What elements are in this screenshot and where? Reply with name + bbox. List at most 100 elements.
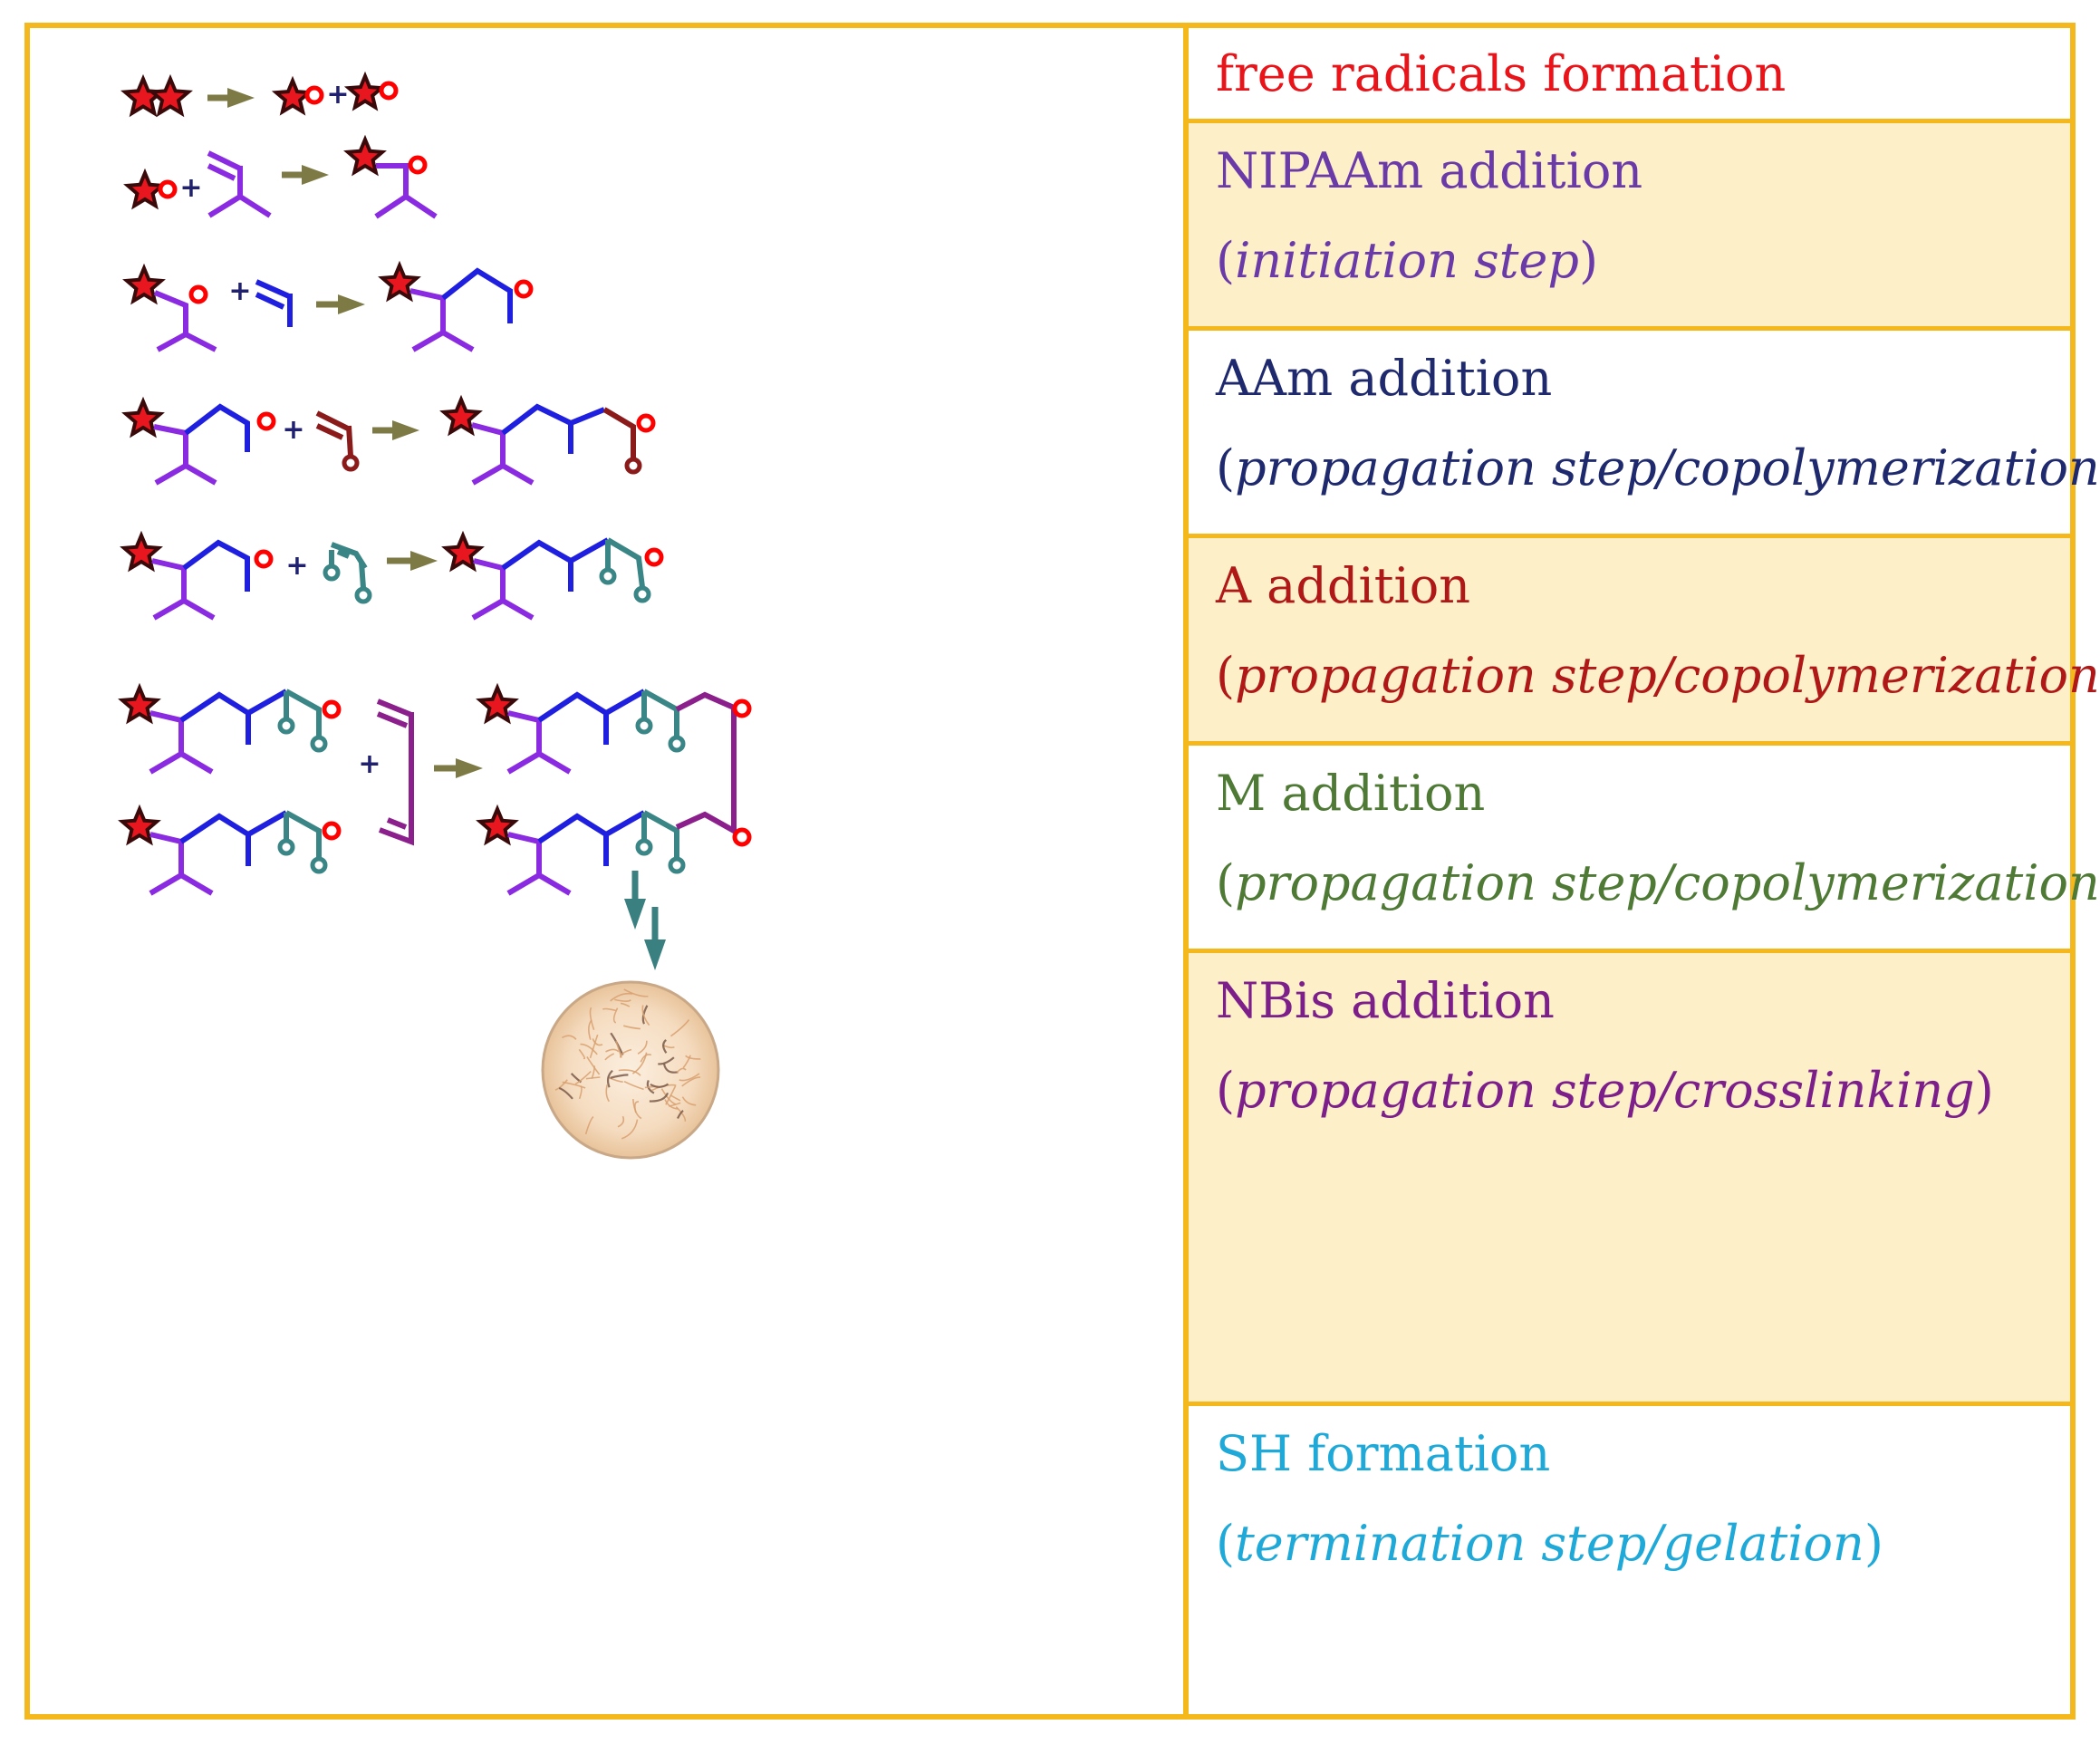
- a-bond: [346, 425, 353, 457]
- radical-dot-icon: [644, 547, 664, 567]
- gel-fiber: [681, 1076, 701, 1087]
- nipaam-bond: [501, 463, 535, 486]
- gel-fiber: [650, 1083, 669, 1088]
- gel-fiber: [612, 1007, 619, 1024]
- gel-fiber: [622, 1025, 641, 1030]
- plus-sign: +: [179, 172, 202, 204]
- pendant-group-icon: [342, 454, 360, 472]
- step-title: free radicals formation: [1216, 45, 1787, 102]
- nipaam-bond: [179, 872, 214, 896]
- gel-fiber: [618, 1069, 641, 1076]
- gel-fiber: [682, 1055, 691, 1069]
- initiator-star-icon: [118, 682, 161, 725]
- gel-fiber: [606, 1069, 613, 1088]
- radical-dot-icon: [408, 155, 428, 175]
- nipaam-bond: [153, 290, 188, 352]
- pendant-group-icon: [633, 585, 651, 603]
- initiator-star-icon: [118, 804, 161, 846]
- radical-dot-icon: [636, 413, 656, 433]
- m-bond: [642, 810, 679, 858]
- initiator-star-icon: [378, 260, 421, 303]
- nipaam-bond: [184, 463, 217, 486]
- aam-bond: [501, 403, 573, 454]
- step-descriptions: free radicals formation NIPAAm addition …: [1189, 28, 2100, 1714]
- step-title: NBis addition: [1216, 972, 1555, 1029]
- aam-bond: [604, 810, 646, 837]
- radical-dot-icon: [188, 284, 208, 304]
- a-bond: [602, 407, 636, 458]
- aam-bond: [604, 689, 646, 716]
- step-subtitle: (propagation step/copolymerization): [1216, 854, 2100, 911]
- hydrogel-network: [554, 988, 701, 1140]
- gel-fiber: [607, 1076, 623, 1083]
- initiator-star-icon: [476, 804, 519, 846]
- nipaam-bond: [149, 720, 184, 775]
- initiator-star-icon: [343, 134, 387, 177]
- gel-fiber: [677, 1110, 684, 1119]
- plus-sign: +: [285, 550, 308, 582]
- radical-dot-icon: [732, 699, 752, 718]
- gel-fiber: [578, 1048, 586, 1060]
- gel-fiber: [589, 1034, 599, 1059]
- nipaam-bond: [537, 751, 572, 775]
- pendant-group-icon: [668, 735, 686, 753]
- step-nipaam: NIPAAm addition (initiation step): [1189, 123, 2070, 331]
- m-bond: [284, 689, 322, 737]
- nbis-double-bond: [386, 817, 408, 830]
- down-arrow-head: [644, 939, 666, 970]
- aam-bond: [569, 537, 610, 564]
- plus-sign: +: [282, 414, 304, 446]
- radical-dot-icon: [514, 279, 534, 299]
- step-title: A addition: [1216, 557, 1471, 614]
- gel-fiber: [580, 1043, 598, 1055]
- initiator-star-icon: [343, 71, 387, 111]
- gel-fiber: [649, 1092, 669, 1103]
- initiator-star-icon: [441, 530, 485, 573]
- nipaam-bond: [154, 433, 188, 486]
- gel-fiber: [623, 988, 649, 997]
- step-a: A addition (propagation step/copolymeriz…: [1189, 538, 2100, 746]
- pendant-group-icon: [599, 567, 617, 585]
- step-title: SH formation: [1216, 1425, 1551, 1482]
- step-nbis: NBis addition (propagation step/crosslin…: [1189, 953, 2070, 1406]
- gel-fiber: [554, 1079, 568, 1091]
- nipaam-bond: [507, 710, 540, 723]
- gel-fiber: [586, 1055, 601, 1075]
- m-bond: [359, 562, 366, 589]
- gel-fiber: [610, 992, 633, 1002]
- step-title: NIPAAm addition: [1216, 142, 1643, 199]
- gel-fiber: [614, 998, 631, 1002]
- nipaam-bond: [506, 720, 542, 775]
- initiator-star-icon: [120, 530, 163, 573]
- reaction-arrow-head: [338, 294, 365, 314]
- initiator-star-icon: [476, 682, 519, 725]
- nipaam-bond: [473, 558, 504, 571]
- nipaam-bond: [471, 433, 506, 486]
- reaction-arrow-head: [302, 165, 329, 185]
- aam-bond: [179, 813, 251, 866]
- gel-fiber: [641, 1005, 650, 1026]
- gel-fiber: [617, 1115, 625, 1128]
- step-free-radicals: free radicals formation: [1189, 28, 2070, 123]
- vinyl-double-bond: [207, 163, 236, 181]
- radical-dot-icon: [732, 827, 752, 847]
- gel-fiber: [658, 1056, 675, 1065]
- nipaam-bond: [471, 422, 504, 436]
- vinyl-double-bond: [255, 279, 291, 299]
- step-aam: AAm addition (propagation step/copolymer…: [1189, 331, 2100, 538]
- pendant-group-icon: [310, 856, 328, 874]
- gel-fiber: [634, 1101, 640, 1113]
- pendant-group-icon: [323, 564, 341, 582]
- nipaam-bond: [179, 751, 214, 775]
- pendant-group-icon: [635, 717, 653, 735]
- gel-fiber: [562, 1035, 577, 1040]
- m-bond: [336, 549, 351, 559]
- reaction-arrow-head: [410, 551, 438, 571]
- aam-bond: [537, 691, 609, 745]
- scheme-content: ++++++: [118, 71, 752, 1160]
- nbis-double-bond: [376, 699, 413, 718]
- nipaam-bond: [501, 598, 535, 621]
- radical-dot-icon: [322, 699, 342, 719]
- nipaam-bond: [149, 710, 182, 723]
- aam-bond: [182, 539, 250, 592]
